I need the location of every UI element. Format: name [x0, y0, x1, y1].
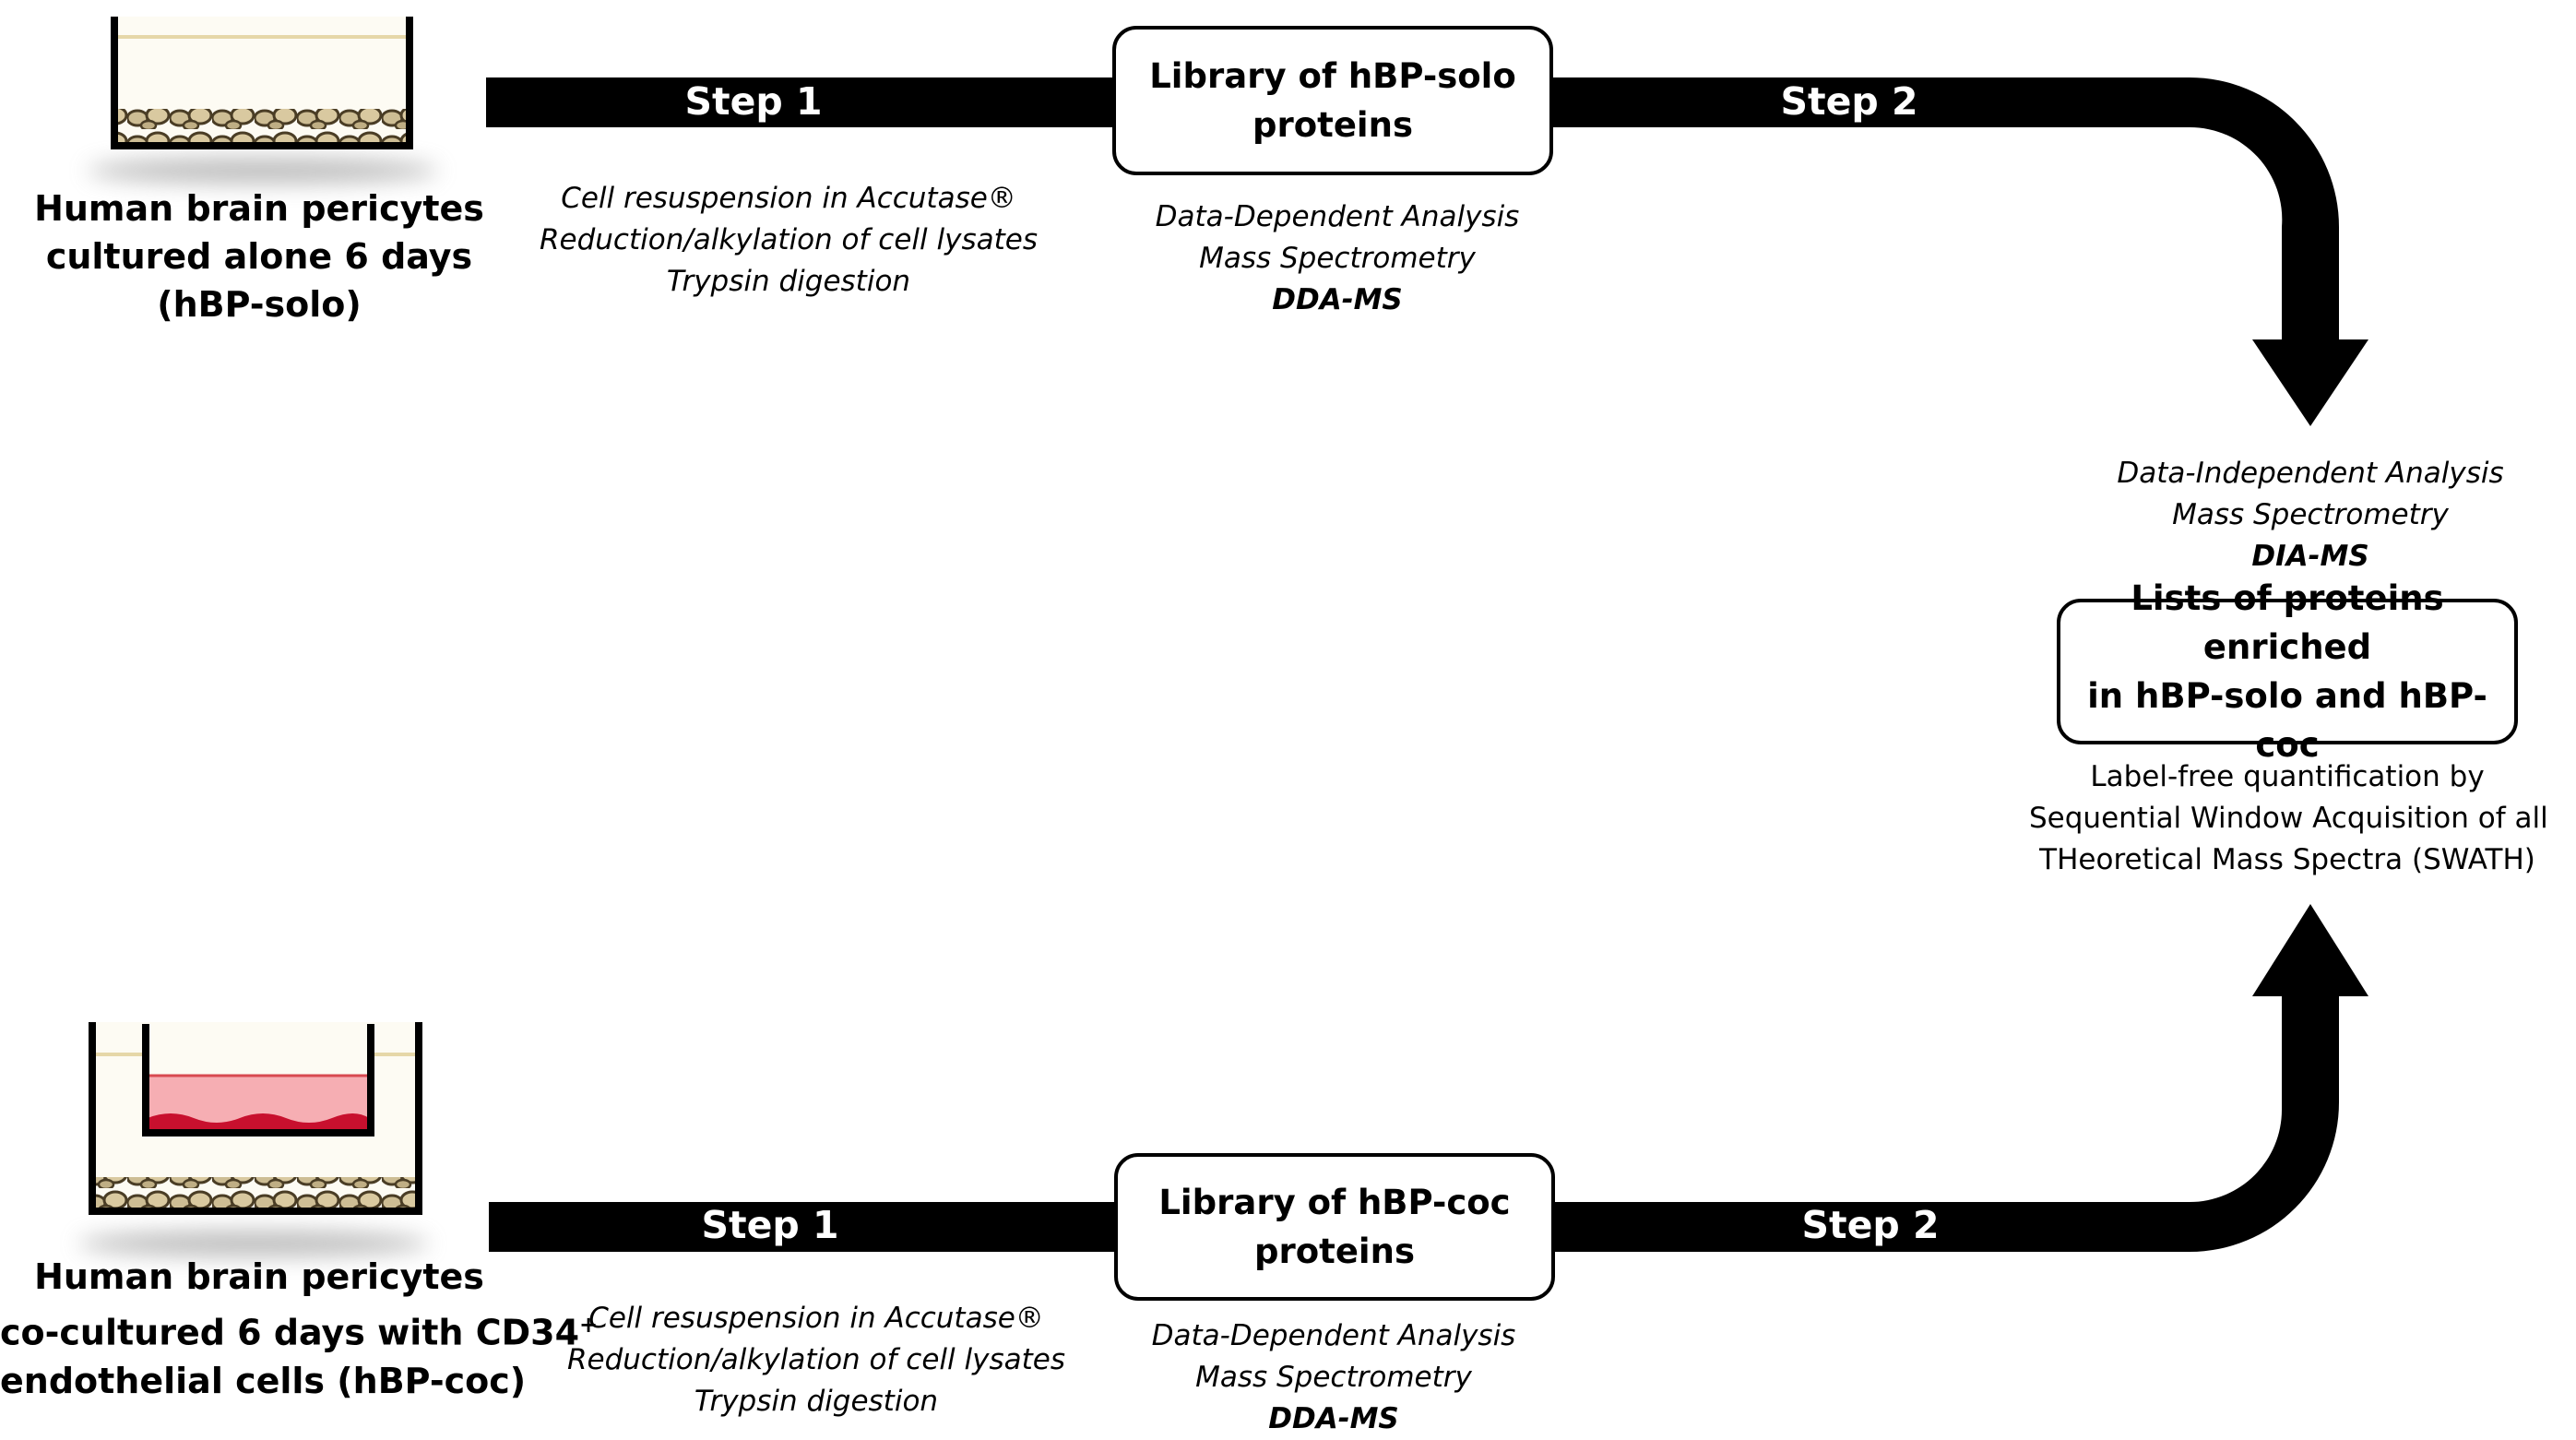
- bottom-step1-notes: Cell resuspension in Accutase® Reduction…: [567, 1302, 1065, 1418]
- coc-library-box: Library of hBP-coc proteins: [1114, 1153, 1555, 1301]
- top-step1-notes: Cell resuspension in Accutase® Reduction…: [540, 182, 1038, 298]
- bottom-step1-label: Step 1: [701, 1203, 839, 1247]
- solo-library-box: Library of hBP-solo proteins: [1112, 26, 1553, 175]
- solo-sample-label: Human brain pericytes cultured alone 6 d…: [34, 188, 484, 325]
- bottom-arrow: [489, 904, 2368, 1252]
- bottom-dda-notes: Data-Dependent Analysis Mass Spectrometr…: [1151, 1319, 1516, 1435]
- coc-culture-well-icon: [78, 1022, 429, 1256]
- top-step2-label: Step 2: [1780, 79, 1918, 124]
- top-dda-notes: Data-Dependent Analysis Mass Spectrometr…: [1155, 200, 1520, 316]
- top-arrow: [486, 77, 2368, 426]
- swath-notes: Label-free quantification by Sequential …: [2029, 760, 2548, 876]
- dia-notes: Data-Independent Analysis Mass Spectrome…: [2117, 457, 2504, 573]
- solo-culture-well-icon: [88, 17, 438, 184]
- result-box: Lists of proteins enriched in hBP-solo a…: [2057, 578, 2518, 765]
- bottom-step2-label: Step 2: [1801, 1203, 1940, 1247]
- top-step1-label: Step 1: [684, 79, 823, 124]
- coc-sample-label: Human brain pericytes co-cultured 6 days…: [0, 1256, 599, 1401]
